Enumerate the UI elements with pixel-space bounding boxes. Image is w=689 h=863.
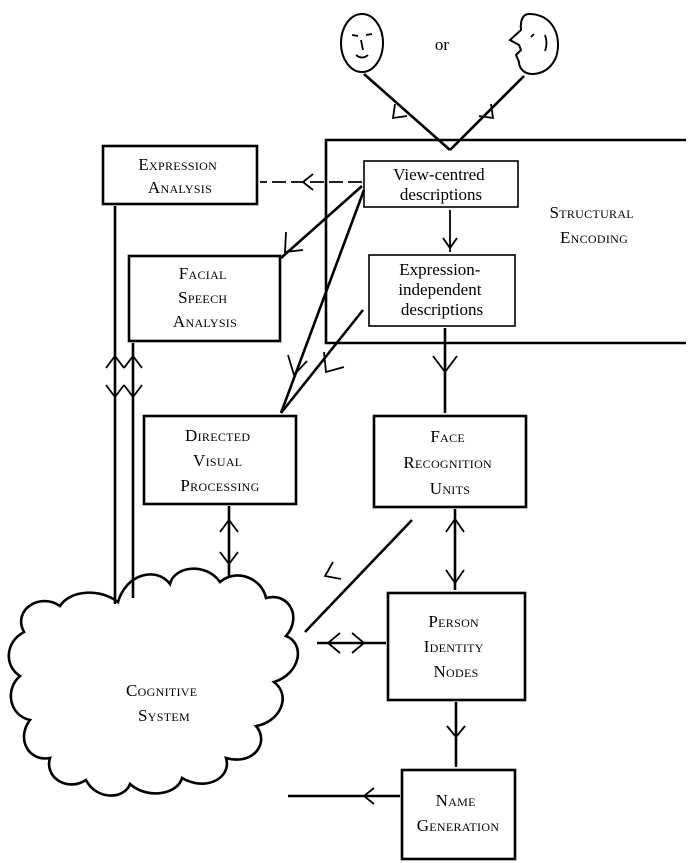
face-recognition-label: Face Recognition Units	[403, 427, 496, 498]
profile-face-icon	[508, 12, 560, 76]
view-to-speech-arrow	[280, 185, 363, 259]
independent-to-fru-arrow	[432, 328, 458, 413]
structural-encoding-box	[324, 138, 686, 345]
facial-speech-label: Facial Speech Analysis	[173, 264, 237, 331]
pin-cognitive-arrow	[317, 632, 386, 654]
input-arrows	[363, 73, 525, 151]
name-generation-label: Name Generation	[417, 791, 500, 835]
view-centred-box	[363, 160, 519, 208]
facial-speech-box	[127, 254, 282, 343]
expression-independent-label: Expression- independent descriptions	[398, 260, 485, 319]
directed-cognitive-arrow	[219, 506, 239, 578]
cognitive-system-cloud	[7, 567, 300, 797]
expression-analysis-label: Expression Analysis	[138, 155, 221, 197]
person-identity-box	[386, 591, 527, 702]
or-label: or	[435, 35, 450, 54]
directed-visual-box	[142, 414, 298, 506]
speech-to-cognitive-line	[123, 343, 143, 598]
cognitive-system-label: Cognitive System	[126, 681, 202, 725]
view-to-independent-arrow	[442, 210, 458, 252]
fru-pin-arrow	[445, 509, 465, 590]
name-to-cognitive-arrow	[288, 787, 400, 805]
expression-analysis-box	[101, 144, 259, 206]
frontal-face-icon	[340, 13, 384, 73]
structural-encoding-label: Structural Encoding	[549, 203, 638, 247]
encoding-to-directed-arrows	[279, 189, 366, 414]
person-identity-label: Person Identity Nodes	[424, 612, 489, 681]
expression-independent-box	[368, 254, 516, 327]
pin-to-name-arrow	[446, 702, 466, 767]
view-centred-label: View-centred descriptions	[393, 165, 489, 204]
directed-visual-label: Directed Visual Processing	[180, 426, 259, 495]
fru-to-cognitive-arrow	[304, 519, 413, 633]
name-generation-box	[400, 768, 517, 861]
view-to-expression-arrow	[260, 173, 362, 191]
expression-to-cognitive-line	[105, 206, 125, 604]
face-recognition-box	[372, 414, 528, 509]
